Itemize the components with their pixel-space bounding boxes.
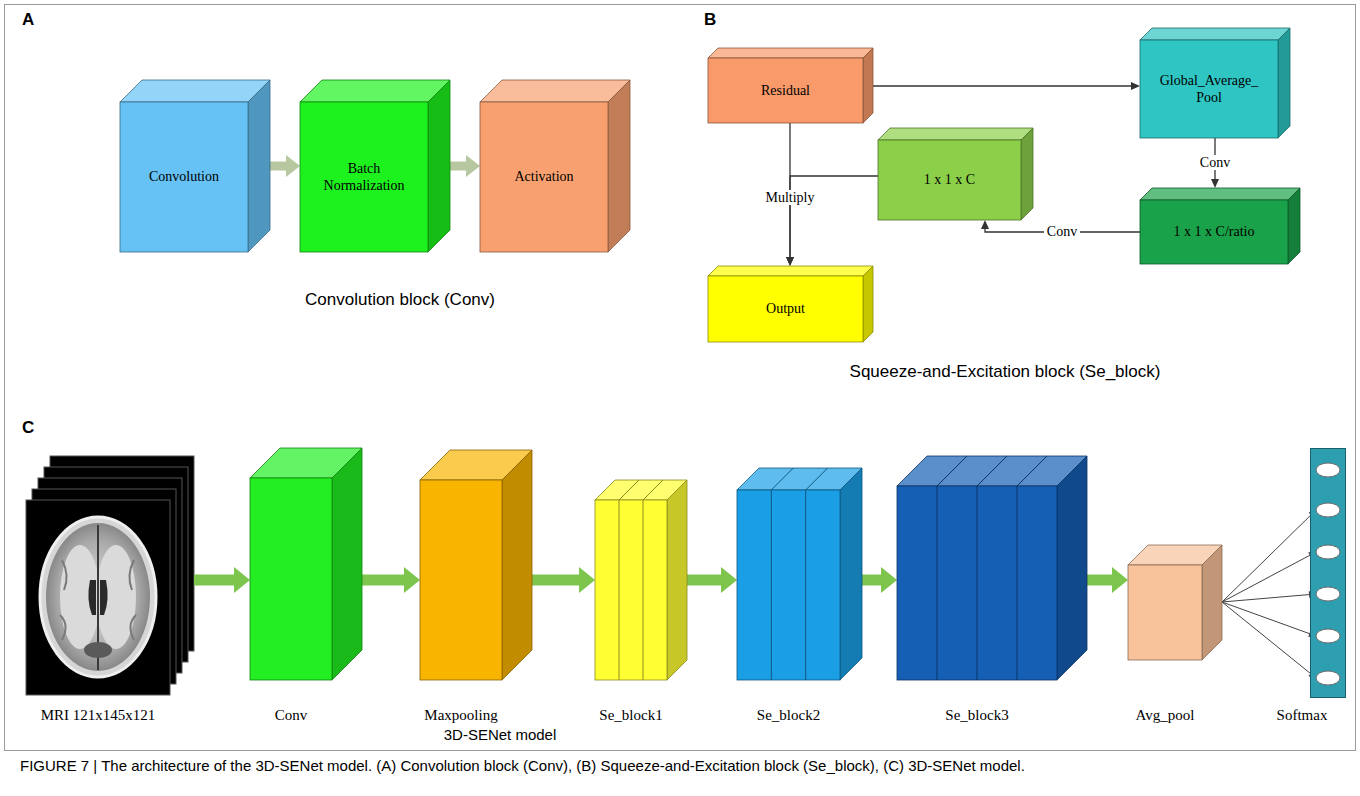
cube-shape — [897, 456, 1087, 680]
layer-box: Conv — [250, 448, 362, 680]
connector-arrow — [450, 155, 480, 177]
cube-shape — [480, 80, 630, 252]
panel-letter: C — [22, 418, 34, 437]
connector-arrow — [194, 567, 250, 593]
layer-box: Avg_pool — [1128, 545, 1222, 660]
layer-label: MRI 121x145x121 — [41, 706, 156, 725]
connector-arrow — [1222, 510, 1316, 678]
figure-caption: FIGURE 7 | The architecture of the 3D-SE… — [20, 757, 1025, 774]
connector-arrow — [862, 567, 897, 593]
softmax-bar — [1310, 448, 1346, 698]
layer-box: Se_block3 — [897, 456, 1087, 680]
layer-label: Softmax — [1277, 706, 1328, 725]
connector-arrow — [687, 567, 737, 593]
panel-letter: B — [704, 10, 716, 29]
layer-label: Se_block3 — [945, 706, 1008, 725]
cube-shape — [1128, 545, 1222, 660]
box-label: Convolution — [149, 168, 219, 186]
box-label: 1 x 1 x C — [924, 171, 975, 189]
box-label: Residual — [761, 82, 810, 100]
cube-shape — [420, 450, 532, 680]
layer-box: 1 x 1 x C — [878, 128, 1033, 220]
box-label: Activation — [514, 168, 573, 186]
input-image: MRI 121x145x121 — [26, 455, 194, 695]
brain-image — [40, 517, 156, 677]
box-label: 1 x 1 x C/ratio — [1174, 223, 1255, 241]
connector-arrow — [362, 567, 420, 593]
layer-label: Se_block1 — [599, 706, 662, 725]
figure-frame — [5, 5, 1356, 751]
panel-title: 3D-SENet model — [444, 726, 557, 743]
edge-label: Conv — [1044, 224, 1080, 239]
cube-shape — [595, 480, 687, 680]
layer-box: Output — [708, 266, 873, 342]
panel-letter: A — [22, 10, 34, 29]
cube-shape — [250, 448, 362, 680]
layer-box: Activation — [480, 80, 630, 252]
panel-title: Squeeze-and-Excitation block (Se_block) — [850, 362, 1161, 381]
layer-label: Maxpooling — [424, 706, 497, 725]
box-label: Output — [766, 300, 805, 318]
layer-label: Se_block2 — [757, 706, 820, 725]
layer-box: Se_block2 — [737, 468, 862, 680]
layer-label: Conv — [275, 706, 308, 725]
connector-arrow — [1087, 567, 1128, 593]
layer-box: Batch Normalization — [300, 80, 450, 252]
connector-arrow — [532, 567, 595, 593]
mri-slices — [26, 456, 194, 695]
cube-shape — [737, 468, 862, 680]
layer-box: Global_Average_ Pool — [1140, 28, 1290, 138]
cube-shape — [120, 80, 270, 252]
box-label: Global_Average_ Pool — [1146, 72, 1272, 107]
edge-label: Conv — [1197, 155, 1233, 170]
layer-label: Avg_pool — [1136, 706, 1195, 725]
layer-box: 1 x 1 x C/ratio — [1140, 188, 1300, 264]
edge-label: Multiply — [762, 190, 817, 205]
box-label: Batch Normalization — [306, 160, 422, 195]
layer-box: Se_block1 — [595, 480, 687, 680]
panel-title: Convolution block (Conv) — [305, 290, 495, 309]
connector-arrow — [873, 82, 1140, 90]
connector-arrow — [270, 155, 300, 177]
softmax-layer: Softmax — [1310, 448, 1346, 698]
layer-box: Maxpooling — [420, 450, 532, 680]
layer-box: Residual — [708, 48, 873, 123]
layer-box: Convolution — [120, 80, 270, 252]
